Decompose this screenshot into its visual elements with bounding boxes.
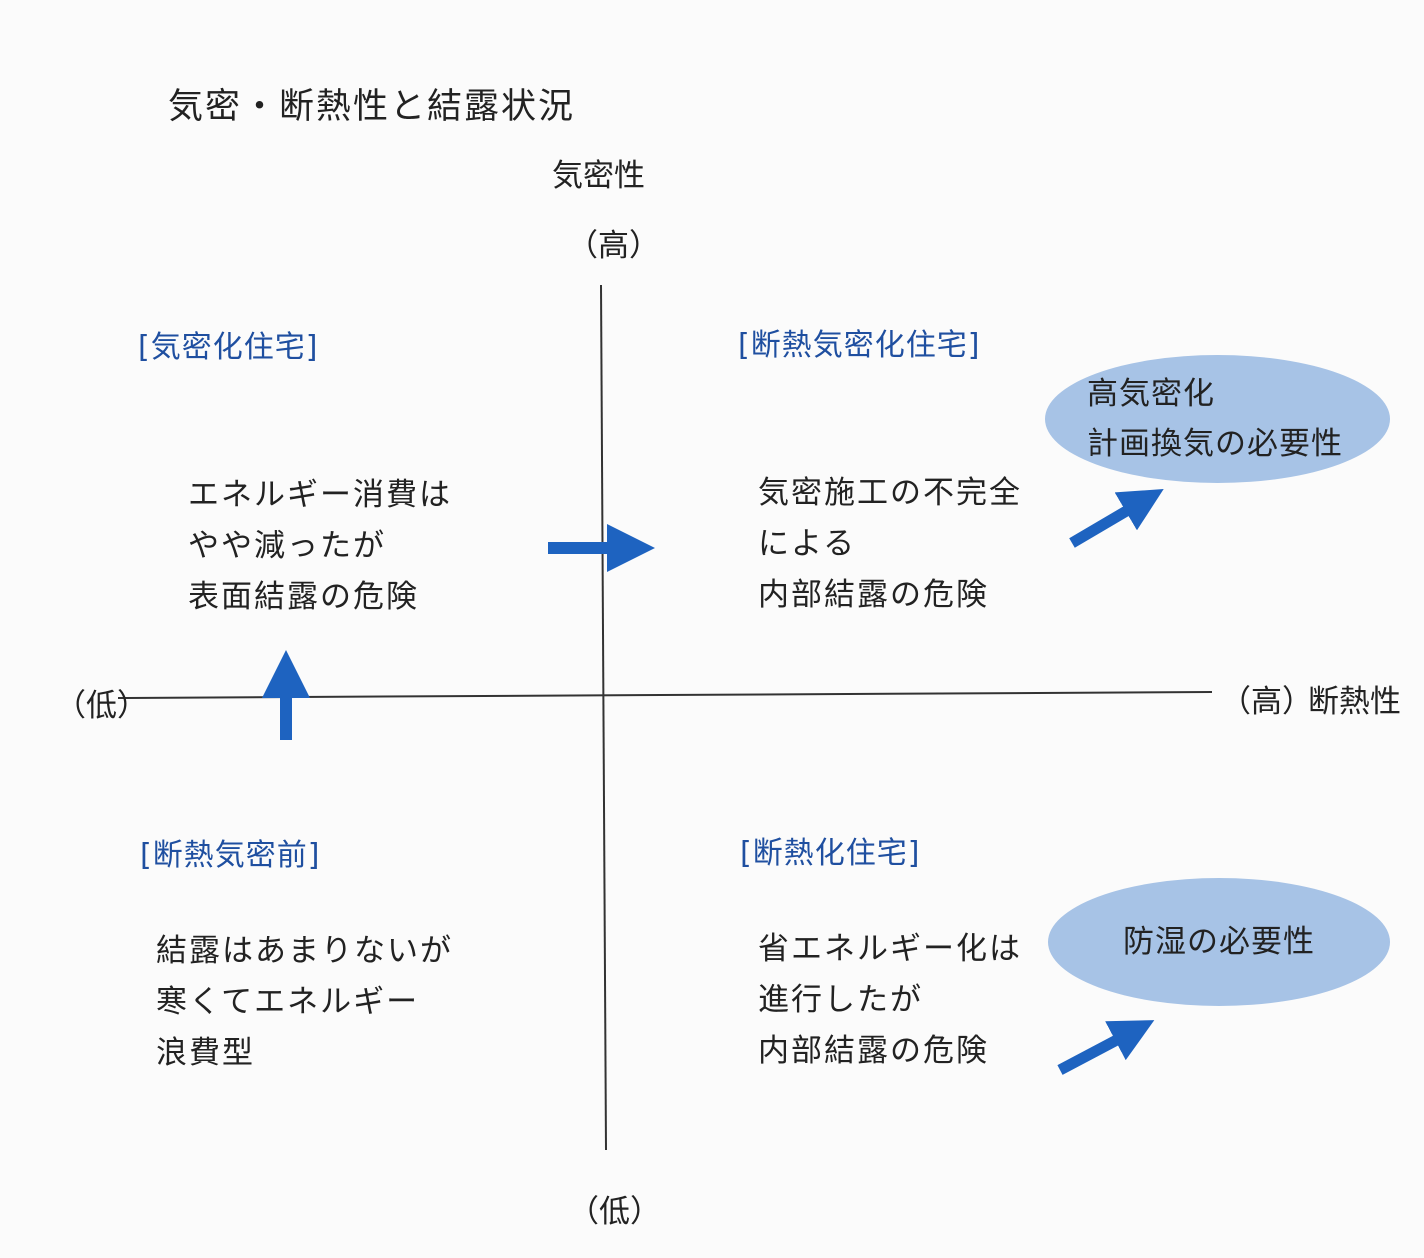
y-axis-low-label: （低） bbox=[568, 1194, 661, 1230]
quadrant-label-airtight-house: [気密化住宅] bbox=[138, 330, 319, 365]
text-line: 進行したが bbox=[758, 982, 923, 1018]
text-line: 表面結露の危険 bbox=[188, 579, 419, 615]
callout-ellipse-ventilation: 高気密化 計画換気の必要性 bbox=[1045, 355, 1390, 483]
callout-line: 計画換気の必要性 bbox=[1087, 426, 1343, 462]
text-line: 浪費型 bbox=[156, 1035, 255, 1071]
x-axis-high-label: （高） bbox=[1220, 684, 1313, 720]
callout-line: 防湿の必要性 bbox=[1123, 924, 1315, 960]
text-line: やや減ったが bbox=[188, 528, 386, 564]
callout-line: 高気密化 bbox=[1087, 376, 1215, 412]
callout-ellipse-moisture-barrier: 防湿の必要性 bbox=[1048, 878, 1390, 1006]
quadrant-text-pre-insulation: 結露はあまりないが 寒くてエネルギー 浪費型 bbox=[156, 926, 453, 1079]
text-line: 結露はあまりないが bbox=[156, 933, 453, 969]
x-axis-low-label: （低） bbox=[55, 688, 148, 724]
quadrant-label-insulated-house: [断熱化住宅] bbox=[740, 836, 921, 871]
y-axis-title: 気密性 bbox=[552, 158, 645, 194]
text-line: 寒くてエネルギー bbox=[156, 984, 420, 1020]
quadrant-label-insulated-airtight-house: [断熱気密化住宅] bbox=[738, 328, 981, 363]
quadrant-text-insulated-house: 省エネルギー化は 進行したが 内部結露の危険 bbox=[758, 924, 1022, 1077]
x-axis-title: 断熱性 bbox=[1308, 684, 1401, 720]
y-axis-line bbox=[600, 284, 607, 1151]
diagram-title: 気密・断熱性と結露状況 bbox=[168, 87, 576, 127]
text-line: 内部結露の危険 bbox=[758, 577, 989, 613]
text-line: による bbox=[758, 526, 857, 562]
quadrant-label-pre-insulation: [断熱気密前] bbox=[140, 838, 321, 873]
text-line: 気密施工の不完全 bbox=[758, 475, 1022, 511]
text-line: 内部結露の危険 bbox=[758, 1033, 989, 1069]
text-line: 省エネルギー化は bbox=[758, 931, 1022, 967]
text-line: エネルギー消費は bbox=[188, 477, 452, 513]
quadrant-text-insulated-airtight-house: 気密施工の不完全 による 内部結露の危険 bbox=[758, 468, 1022, 621]
arrow-diagonal-top bbox=[1069, 489, 1164, 548]
y-axis-high-label: （高） bbox=[567, 228, 660, 264]
arrow-diagonal-bottom bbox=[1057, 1020, 1155, 1075]
quadrant-text-airtight-house: エネルギー消費は やや減ったが 表面結露の危険 bbox=[188, 470, 452, 623]
